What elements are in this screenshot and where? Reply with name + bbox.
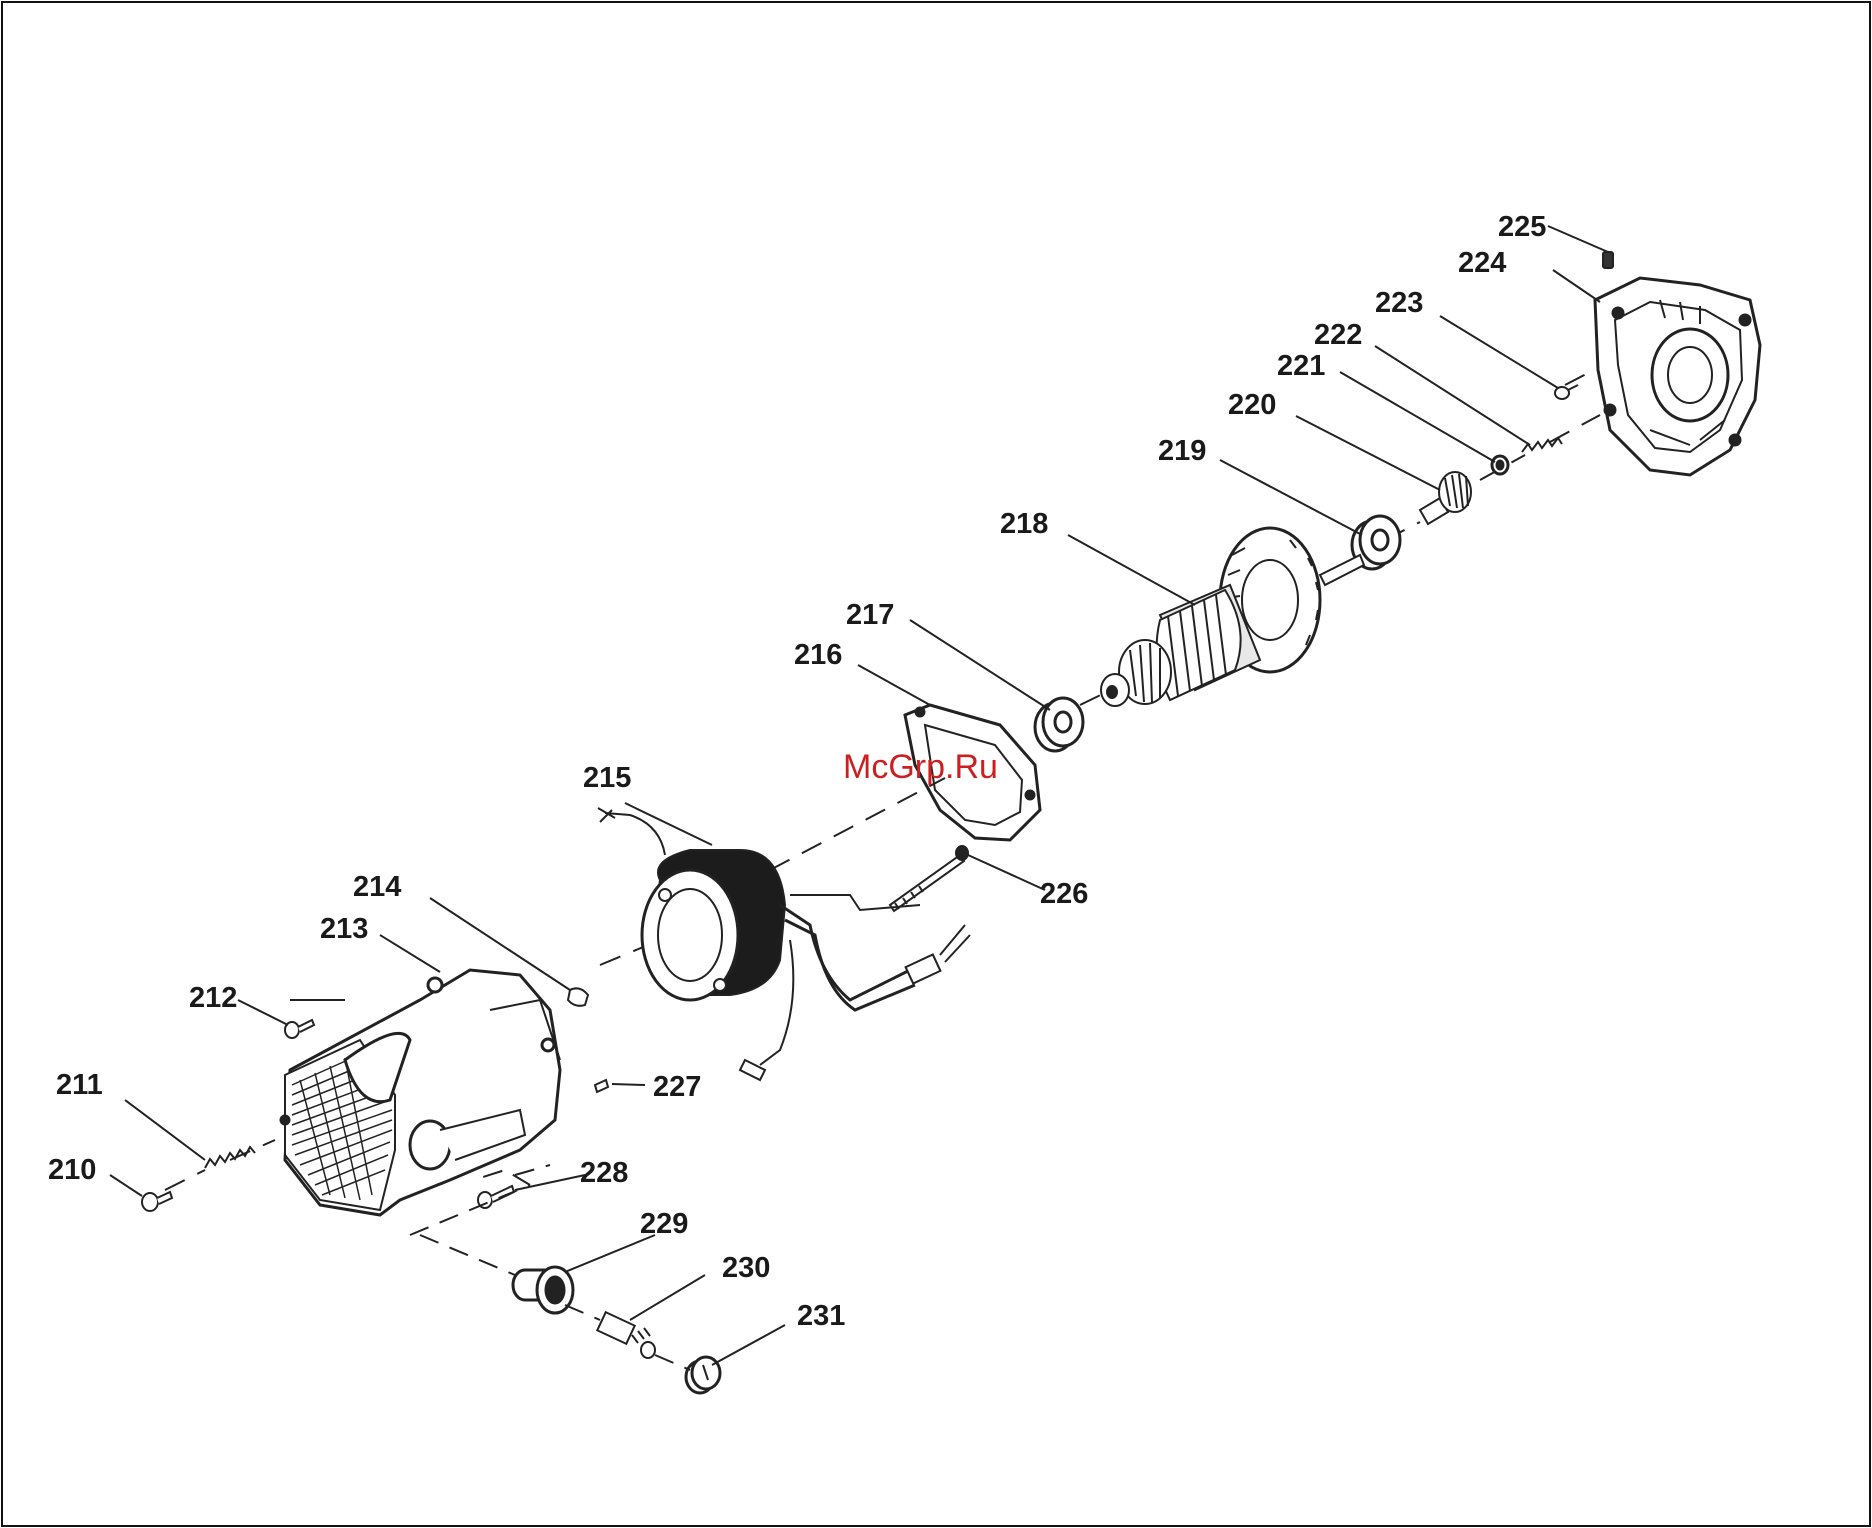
spring-211 [205,1147,255,1168]
label-213: 213 [320,913,368,945]
brush-holder-229 [513,1267,573,1313]
label-227: 227 [653,1071,701,1103]
label-216: 216 [794,639,842,671]
label-215: 215 [583,762,631,794]
armature-218 [1101,528,1364,706]
watermark: McGrp.Ru [843,748,998,786]
part-labels: 225 224 223 222 221 220 219 218 217 216 … [48,211,1546,1332]
end-bell-housing-224 [1595,278,1760,475]
label-217: 217 [846,599,894,631]
screw-212 [285,1020,314,1038]
field-coil-215 [598,808,970,1080]
label-229: 229 [640,1208,688,1240]
label-211: 211 [56,1069,103,1101]
label-212: 212 [189,982,237,1014]
long-screw-226 [890,846,968,911]
carbon-brush-230 [597,1312,655,1358]
label-230: 230 [722,1252,770,1284]
label-221: 221 [1277,350,1325,382]
pinion-220 [1420,472,1471,524]
label-224: 224 [1458,247,1506,279]
screw-227 [595,1080,608,1092]
label-222: 222 [1314,319,1362,351]
label-226: 226 [1040,878,1088,910]
label-225: 225 [1498,211,1546,243]
screw-223 [1555,385,1578,399]
screw-210 [142,1192,172,1211]
label-214: 214 [353,871,401,903]
label-231: 231 [797,1300,845,1332]
label-219: 219 [1158,435,1206,467]
washer-221 [1492,456,1508,474]
clip-214 [568,988,588,1005]
spring-222 [1522,438,1562,452]
label-228: 228 [580,1157,628,1189]
label-218: 218 [1000,508,1048,540]
label-220: 220 [1228,389,1276,421]
screw-225 [1603,252,1613,268]
label-223: 223 [1375,287,1423,319]
label-210: 210 [48,1154,96,1186]
